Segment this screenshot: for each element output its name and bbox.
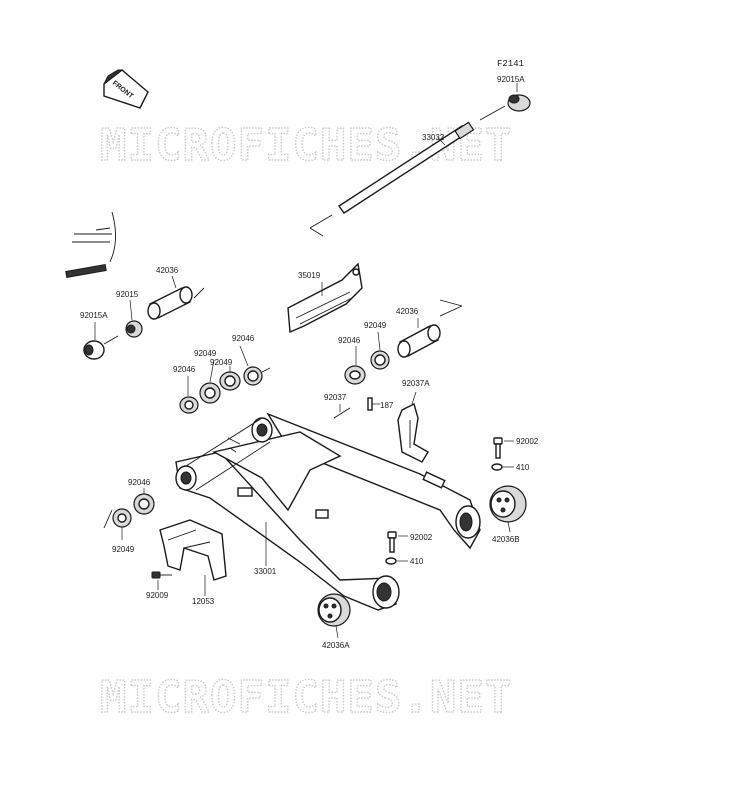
screw-part	[151, 571, 172, 590]
guide-part	[397, 391, 429, 463]
watermark-top: MICROFICHES.NET	[100, 120, 512, 171]
right-collar-part	[344, 346, 366, 385]
label-92037: 92037	[324, 393, 347, 402]
label-410-lower: 410	[410, 557, 424, 566]
pin-part	[333, 397, 380, 419]
label-35019: 35019	[298, 271, 321, 280]
label-92002-upper: 92002	[516, 437, 539, 446]
front-arrow-icon: FRONT	[103, 69, 149, 109]
label-92049-lower: 92049	[112, 545, 135, 554]
label-42036b: 42036B	[492, 535, 520, 544]
label-92046-left-b: 92046	[173, 365, 196, 374]
bolt-lower-part	[385, 531, 408, 565]
label-92049-left-a: 92049	[194, 349, 217, 358]
end-bush-b-part	[489, 485, 527, 533]
label-12053: 12053	[192, 597, 215, 606]
label-42036-right: 42036	[396, 307, 419, 316]
label-42036-left: 42036	[156, 266, 179, 275]
label-33001: 33001	[254, 567, 277, 576]
figure-id: F2141	[497, 59, 524, 69]
label-92015a-top: 92015A	[497, 75, 525, 84]
label-187: 187	[380, 401, 394, 410]
end-bush-a-part	[317, 593, 351, 639]
label-33032: 33032	[422, 133, 445, 142]
right-seal-part	[370, 331, 390, 370]
bolt-upper-part	[491, 437, 514, 471]
label-92046-lower: 92046	[128, 478, 151, 487]
label-410-upper: 410	[516, 463, 530, 472]
label-92002-lower: 92002	[410, 533, 433, 542]
label-92046-left-a: 92046	[232, 334, 255, 343]
label-92015a-left: 92015A	[80, 311, 108, 320]
collar-top-part	[507, 83, 531, 112]
label-92049-left-b: 92049	[210, 358, 233, 367]
label-42036a: 42036A	[322, 641, 350, 650]
label-92009: 92009	[146, 591, 169, 600]
label-92037a: 92037A	[402, 379, 430, 388]
swingarm-part	[175, 412, 481, 611]
lower-collar-seal-part	[103, 488, 155, 540]
label-92049-right: 92049	[364, 321, 387, 330]
left-outer-collar-part	[83, 322, 119, 360]
left-seal-stack-part	[179, 345, 271, 414]
bracket-part	[287, 262, 363, 334]
chain-case-part	[159, 519, 227, 596]
left-collar-part	[125, 299, 143, 338]
right-bush-part	[397, 299, 463, 358]
watermark-bottom: MICROFICHES.NET	[100, 672, 512, 723]
left-bush-part	[147, 275, 205, 320]
label-92046-right: 92046	[338, 336, 361, 345]
pivot-shaft-part	[309, 105, 506, 237]
label-92015: 92015	[116, 290, 139, 299]
frame-fragment	[65, 211, 116, 279]
